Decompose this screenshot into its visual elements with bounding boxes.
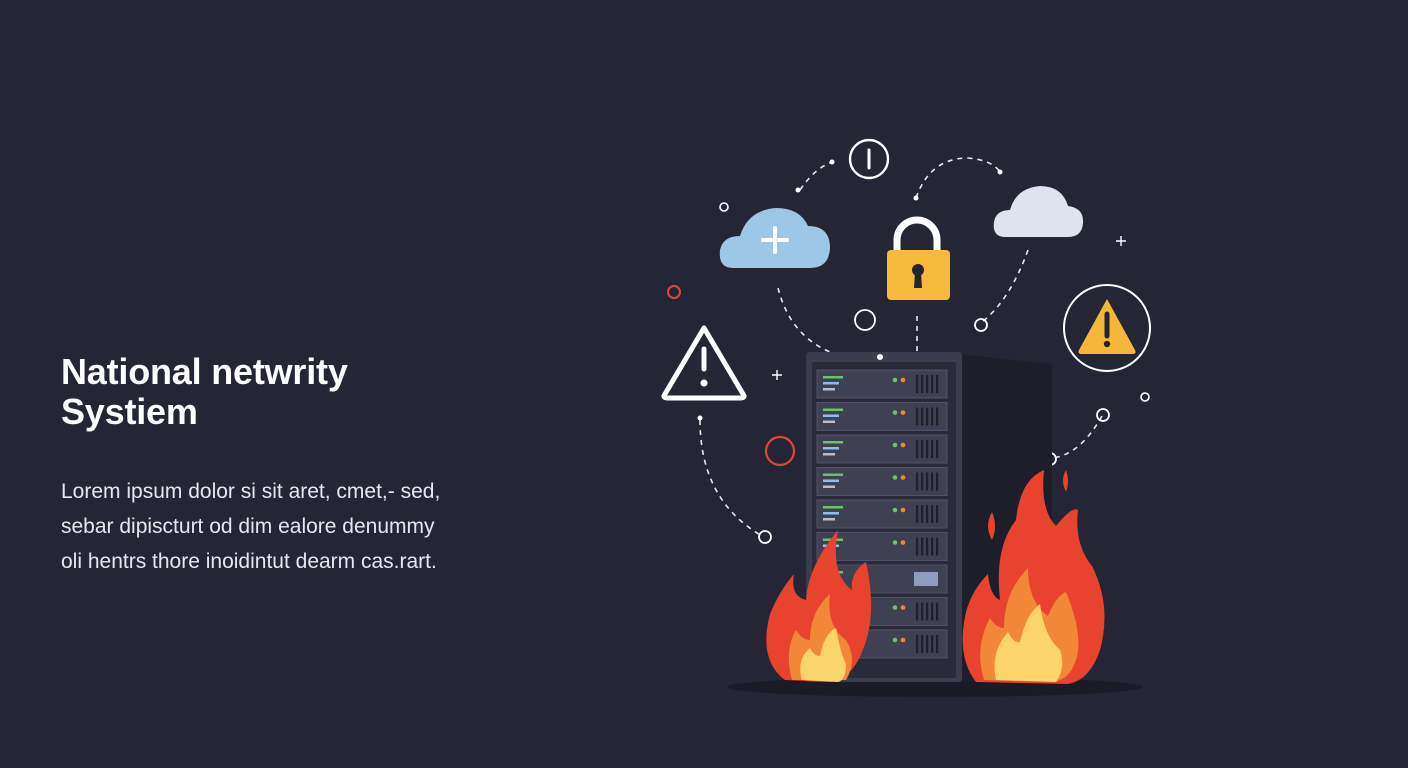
server-unit: [816, 499, 948, 529]
connector-lines: [699, 157, 1103, 537]
server-unit: [816, 402, 948, 431]
server-unit: [816, 369, 948, 399]
page-title: National netwrity Systiem: [61, 351, 348, 432]
warning-triangle-icon: [661, 325, 747, 401]
flame-icon: [766, 470, 1105, 684]
padlock-icon: [887, 216, 950, 300]
cloud-icon: [993, 186, 1084, 237]
security-illustration: [661, 138, 1151, 697]
hero-description: Lorem ipsum dolor si sit aret, cmet,- se…: [61, 480, 441, 573]
server-unit: [816, 467, 948, 496]
cloud-plus-icon: [719, 208, 830, 268]
server-unit: [816, 532, 948, 561]
warning-badge-icon: [1063, 284, 1151, 372]
hero-text-block: National netwrity Systiem Lorem ipsum do…: [61, 352, 481, 579]
info-badge-icon: [848, 138, 890, 180]
server-unit: [816, 434, 948, 464]
